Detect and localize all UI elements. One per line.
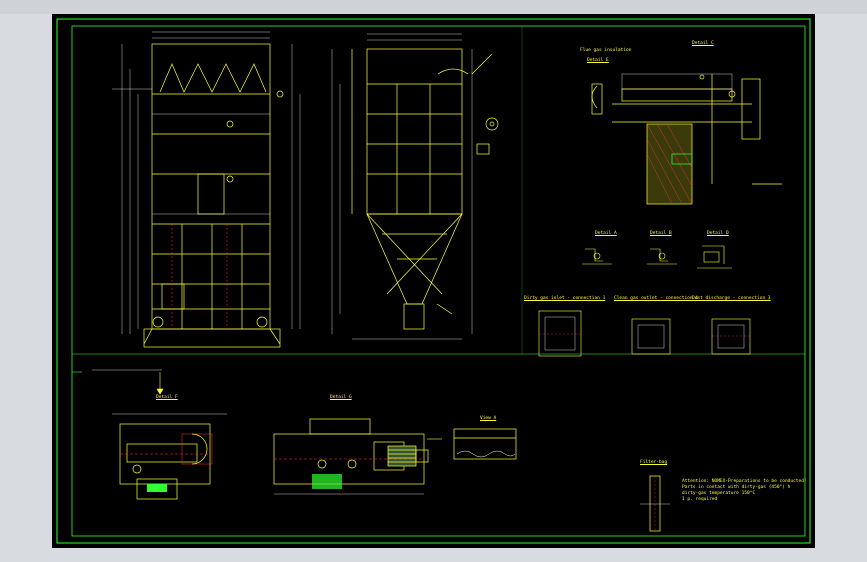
dirty-gas-connection-title: Dirty gas inlet - connection 1 [524,296,606,301]
outer-frame [56,18,811,544]
window-bezel [0,0,867,14]
detail-g-title: Detail G [330,395,352,400]
attention-note-2: Parts in contact with dirty-gas (450°) h [682,485,791,490]
detail-c [591,73,782,205]
detail-b-title: Detail B [650,231,672,236]
detail-g [273,418,429,495]
detail-f [112,413,227,500]
view-a-title: View A [480,416,497,421]
inner-frame [71,25,806,537]
attention-note-1: Attention: NOMEX-Preparations to be cond… [682,479,807,484]
dust-discharge-connection-title: Dust discharge - connection 3 [692,296,771,301]
flue-gas-insulation-label: Flue gas insulation [580,48,632,53]
details-abd [582,245,732,269]
detail-a-title: Detail A [595,231,617,236]
filter-bag-view [640,475,670,532]
attention-note-3: dirty-gas temperature 150°C [682,491,756,496]
detail-f-title: Detail F [156,395,178,400]
filter-bag-title: Filter-bag [640,460,668,465]
side-dimensions [331,33,473,340]
view-a [453,428,517,460]
connection-views [538,310,751,357]
drawing-svg [56,18,811,544]
cad-drawing-canvas[interactable]: Detail C Detail E Flue gas insulation De… [52,14,815,548]
side-elevation [351,48,499,330]
detail-c-title: Detail C [692,41,714,46]
clean-gas-connection-title: Clean gas outlet - connection 4 [614,296,698,301]
detail-e-title: Detail E [587,58,609,63]
detail-d-title: Detail D [707,231,729,236]
front-dimensions [92,31,301,371]
attention-note-4: 1 p. required [682,497,718,502]
attention-notes: Attention: NOMEX-Preparations to be cond… [682,479,842,503]
front-elevation [143,43,284,348]
